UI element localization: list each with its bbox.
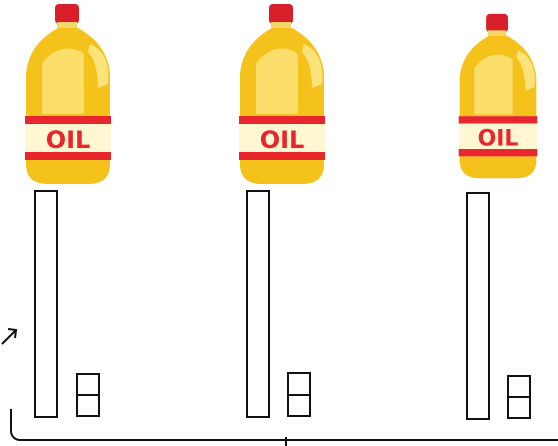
oil-bottle-2: OIL	[236, 4, 328, 186]
tall-bar-3	[466, 192, 490, 420]
bottle-label: OIL	[478, 126, 519, 151]
tall-bar-2	[246, 190, 270, 418]
oil-bottle-icon: OIL	[22, 4, 114, 186]
base-bracket	[10, 409, 558, 441]
bottle-label: OIL	[46, 126, 91, 154]
oil-bottle-1: OIL	[22, 4, 114, 186]
oil-bottle-icon: OIL	[456, 6, 540, 188]
bottle-label: OIL	[260, 126, 305, 154]
base-tick	[285, 437, 287, 446]
tall-bar-1	[34, 190, 58, 418]
oil-bottle-3: OIL	[456, 6, 540, 188]
oil-bottle-icon: OIL	[236, 4, 328, 186]
arrow-icon	[0, 326, 20, 346]
